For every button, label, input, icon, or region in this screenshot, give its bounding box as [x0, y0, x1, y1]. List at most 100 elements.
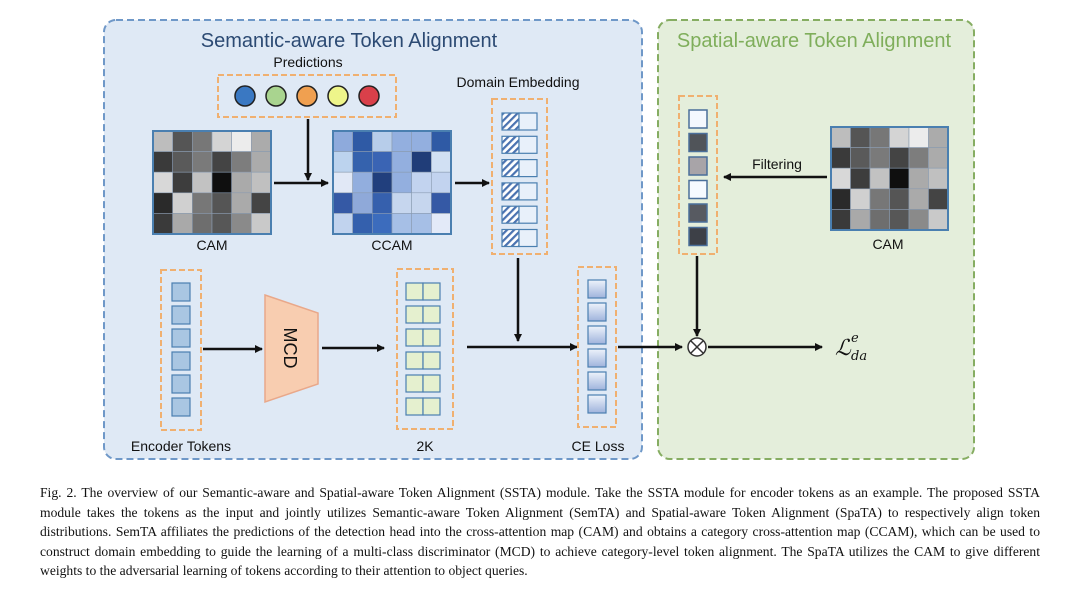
heatmap-cell: [928, 209, 949, 231]
heatmap-cell: [830, 209, 851, 231]
heatmap-cell: [192, 130, 213, 152]
heatmap-cell: [172, 130, 193, 152]
twok-cell: [422, 351, 441, 370]
heatmap-border: [152, 130, 272, 235]
twok-cell: [422, 397, 441, 416]
twok-cell: [405, 374, 424, 393]
heatmap-cell: [889, 126, 910, 148]
encoder-token: [171, 328, 191, 348]
heatmap-cell: [332, 192, 353, 214]
twok-cell: [422, 282, 441, 301]
heatmap-cell: [928, 167, 949, 190]
heatmap-cell: [391, 151, 412, 173]
embedding-empty-cell: [518, 205, 538, 224]
embedding-hatched-cell: [501, 205, 520, 224]
heatmap-cell: [332, 213, 353, 235]
embedding-hatched-cell: [501, 228, 520, 248]
spatial-panel-title: Spatial-aware Token Alignment: [677, 30, 952, 52]
heatmap-cell: [908, 188, 929, 210]
heatmap-cell: [251, 130, 272, 152]
ce-loss-token: [587, 279, 607, 299]
heatmap-cell: [231, 192, 252, 214]
heatmap-cell: [172, 192, 193, 214]
encoder-tokens-group-box: [160, 269, 202, 431]
mcd-block: [264, 293, 319, 404]
loss-symbol: ℒ: [835, 336, 852, 361]
ce-loss-token: [587, 348, 607, 368]
weighted-tokens-group-box: [678, 95, 718, 255]
prediction-circles: [234, 85, 380, 107]
heatmap-cell: [869, 188, 890, 210]
twok-group-box: [396, 268, 454, 430]
heatmap-cell: [830, 167, 851, 190]
heatmap-cell: [869, 209, 890, 231]
heatmap-cell: [211, 171, 232, 194]
heatmap-cell: [192, 213, 213, 235]
heatmap-cell: [372, 213, 393, 235]
embedding-empty-cell: [518, 159, 538, 178]
heatmap-cell: [352, 151, 373, 173]
heatmap-cell: [928, 126, 949, 148]
prediction-circle: [358, 85, 380, 107]
heatmap-cell: [908, 167, 929, 190]
heatmap-cell: [830, 147, 851, 169]
filtering-label: Filtering: [752, 156, 802, 172]
encoder-token: [171, 351, 191, 371]
heatmap-cell: [869, 167, 890, 190]
heatmap-cell: [850, 209, 871, 231]
predictions-label: Predictions: [273, 54, 342, 70]
heatmap-cell: [850, 188, 871, 210]
embedding-hatched-cell: [501, 135, 520, 154]
twok-cell: [405, 397, 424, 416]
ce-loss-tokens: [587, 279, 607, 414]
heatmap-cell: [850, 126, 871, 148]
heatmap-cell: [352, 192, 373, 214]
heatmap-cell: [850, 167, 871, 190]
heatmap-cell: [431, 130, 452, 152]
heatmap-cell: [352, 130, 373, 152]
embedding-hatched-cell: [501, 182, 520, 201]
weighted-token: [688, 179, 708, 200]
heatmap-cell: [231, 151, 252, 173]
twok-cell: [422, 328, 441, 347]
heatmap-cell: [211, 151, 232, 173]
heatmap-cell: [431, 171, 452, 194]
heatmap-cell: [172, 213, 193, 235]
prediction-circle: [327, 85, 349, 107]
loss-superscript: e: [851, 331, 859, 346]
heatmap-cell: [211, 130, 232, 152]
ssta-diagram: Semantic-aware Token Alignment Spatial-a…: [103, 19, 975, 460]
mcd-label: MCD: [280, 328, 300, 369]
multiply-operator-icon: [687, 337, 707, 357]
ccam-label: CCAM: [371, 237, 412, 253]
heatmap-cell: [231, 213, 252, 235]
twok-cell: [422, 374, 441, 393]
cam-label-semantic: CAM: [196, 237, 227, 253]
prediction-circle: [234, 85, 256, 107]
heatmap-cell: [172, 151, 193, 173]
heatmap-cell: [431, 213, 452, 235]
heatmap-cell: [431, 192, 452, 214]
heatmap-cell: [928, 188, 949, 210]
heatmap-cell: [231, 130, 252, 152]
heatmap-cell: [830, 188, 851, 210]
heatmap-cell: [889, 209, 910, 231]
heatmap-cell: [211, 192, 232, 214]
embedding-hatched-cell: [501, 112, 520, 131]
heatmap-cell: [231, 171, 252, 194]
embedding-hatched-cell: [501, 159, 520, 178]
heatmap-cell: [411, 130, 432, 152]
heatmap-cell: [192, 151, 213, 173]
semantic-panel-title: Semantic-aware Token Alignment: [201, 30, 498, 52]
heatmap-cell: [192, 192, 213, 214]
encoder-token: [171, 282, 191, 302]
prediction-circle: [265, 85, 287, 107]
heatmap-cell: [251, 151, 272, 173]
heatmap-cell: [411, 213, 432, 235]
weighted-token: [688, 226, 708, 247]
heatmap-cell: [391, 130, 412, 152]
heatmap-cell: [850, 147, 871, 169]
encoder-tokens-label: Encoder Tokens: [131, 438, 231, 454]
heatmap-cell: [391, 213, 412, 235]
heatmap-cell: [192, 171, 213, 194]
